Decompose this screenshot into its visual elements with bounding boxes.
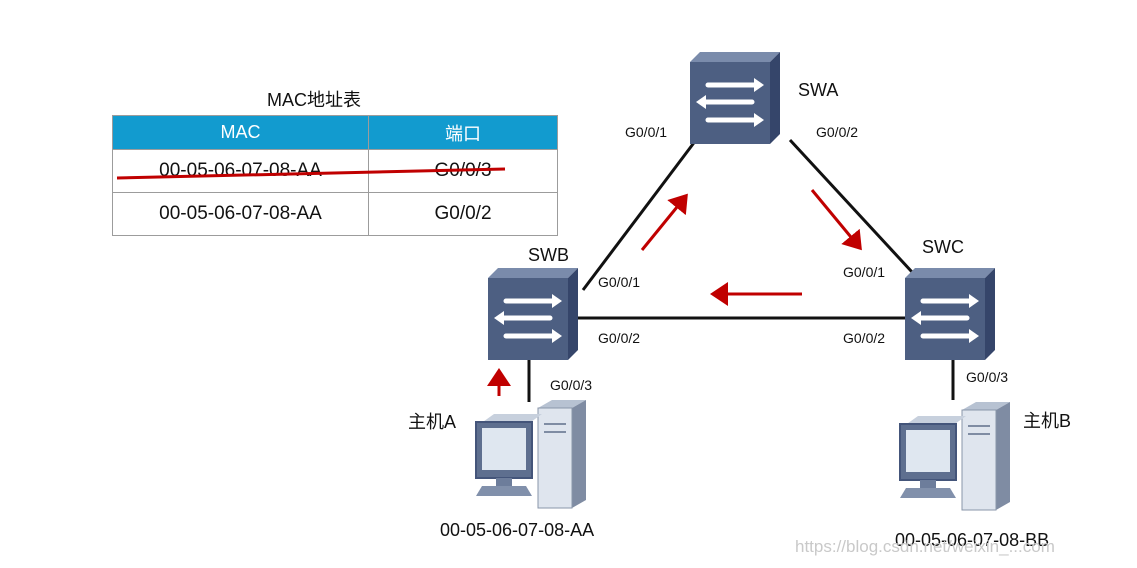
swc-label: SWC (922, 237, 964, 257)
swc-port-3: G0/0/3 (966, 369, 1009, 385)
swa-port-right: G0/0/2 (816, 124, 859, 140)
mac-cell: 00-05-06-07-08-AA (112, 149, 369, 193)
port-cell: G0/0/2 (368, 192, 558, 236)
mac-cell: 00-05-06-07-08-AA (112, 192, 369, 236)
link-swa-swc (788, 138, 914, 274)
swc-port-2: G0/0/2 (843, 330, 886, 346)
swb-port-3: G0/0/3 (550, 377, 593, 393)
swa-port-left: G0/0/1 (625, 124, 668, 140)
flow-arrow-swa-to-swc (810, 189, 862, 251)
swa-label: SWA (798, 80, 839, 100)
mac-address-table: MAC 端口 00-05-06-07-08-AA G0/0/3 00-05-06… (112, 115, 558, 236)
swb-port-1: G0/0/1 (598, 274, 641, 290)
swb-switch-icon (488, 268, 578, 360)
swa-switch-icon (690, 52, 780, 144)
table-row: 00-05-06-07-08-AA G0/0/2 (112, 192, 558, 236)
swb-label: SWB (528, 245, 570, 265)
port-column-header: 端口 (368, 115, 558, 150)
watermark: https://blog.csdn.net/weixin_...com (795, 537, 1055, 556)
host-b-name: 主机B (1023, 411, 1072, 431)
swb-port-2: G0/0/2 (598, 330, 641, 346)
host-a-computer-icon (475, 399, 587, 509)
mac-table-title: MAC地址表 (267, 90, 361, 110)
host-a-mac: 00-05-06-07-08-AA (440, 520, 595, 540)
host-b-mac: 00-05-06-07-08-BB (895, 530, 1050, 550)
flow-arrow-swb-to-swa (640, 193, 688, 251)
swc-port-1: G0/0/1 (843, 264, 886, 280)
host-b-computer-icon (899, 401, 1011, 511)
link-swa-swb (581, 139, 698, 291)
strikethrough-line (116, 167, 506, 180)
swc-switch-icon (905, 268, 995, 360)
host-a-name: 主机A (408, 412, 457, 432)
